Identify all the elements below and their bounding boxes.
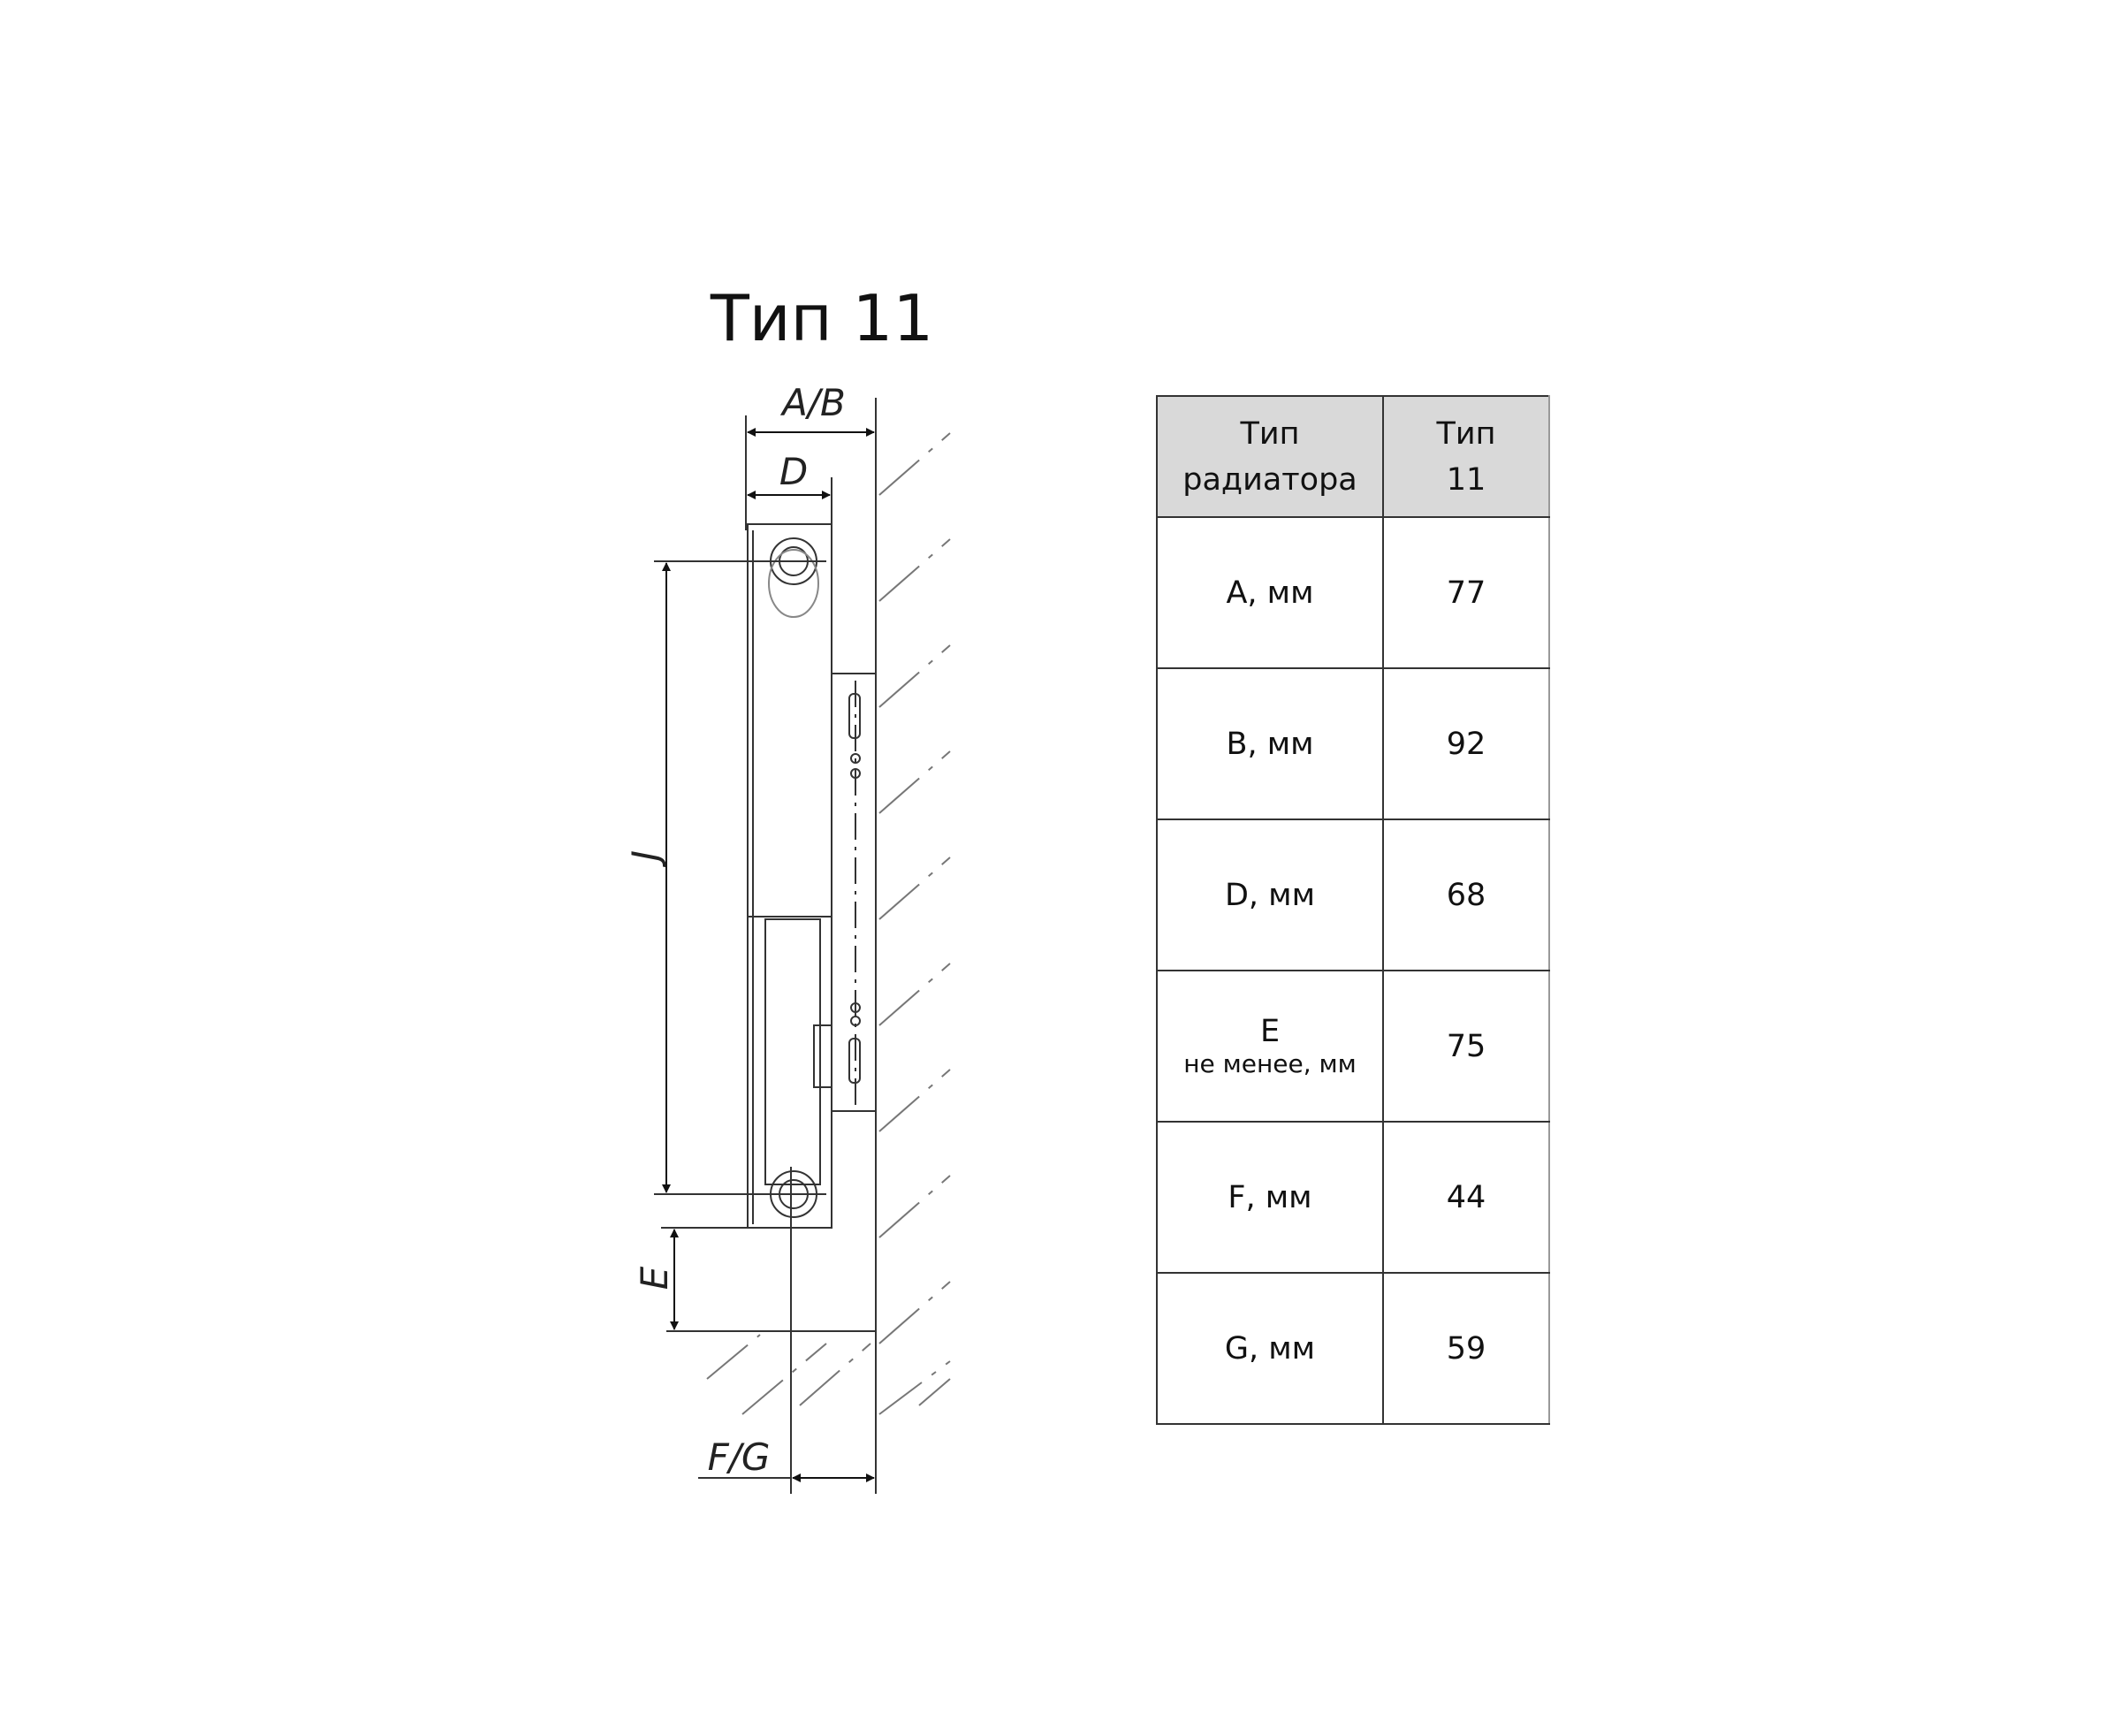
row-label: А, мм bbox=[1156, 516, 1384, 669]
row-label: G, мм bbox=[1156, 1272, 1384, 1425]
row-label: В, мм bbox=[1156, 667, 1384, 820]
row-value: 44 bbox=[1382, 1121, 1550, 1274]
header-text: радиатора bbox=[1182, 461, 1357, 498]
label-d: D bbox=[779, 450, 808, 493]
header-text: Тип bbox=[1240, 415, 1300, 452]
label-fg: F/G bbox=[708, 1435, 771, 1479]
row-value: 77 bbox=[1382, 516, 1550, 669]
radiator-panel bbox=[747, 523, 832, 1229]
label-ab: A/B bbox=[779, 381, 846, 424]
row-label: D, мм bbox=[1156, 819, 1384, 971]
row-value: 68 bbox=[1382, 819, 1550, 971]
wall-hatching bbox=[706, 432, 951, 1415]
row-value: 59 bbox=[1382, 1272, 1550, 1425]
header-text: Тип bbox=[1436, 415, 1496, 452]
header-text: 11 bbox=[1446, 461, 1486, 498]
row-label-main: E bbox=[1259, 1014, 1281, 1049]
row-value: 92 bbox=[1382, 667, 1550, 820]
header-radiator-type: Тип радиатора bbox=[1156, 395, 1384, 518]
label-j: J bbox=[624, 850, 667, 867]
diagram-title: Тип 11 bbox=[710, 281, 934, 355]
row-label-sub: не менее, мм bbox=[1183, 1049, 1357, 1078]
row-value: 75 bbox=[1382, 970, 1550, 1123]
header-type-11: Тип 11 bbox=[1382, 395, 1550, 518]
label-e: E bbox=[633, 1266, 676, 1290]
wall-bracket bbox=[831, 673, 877, 1112]
table-header-row: Тип радиатора Тип 11 bbox=[1156, 395, 1550, 518]
row-label: F, мм bbox=[1156, 1121, 1384, 1274]
